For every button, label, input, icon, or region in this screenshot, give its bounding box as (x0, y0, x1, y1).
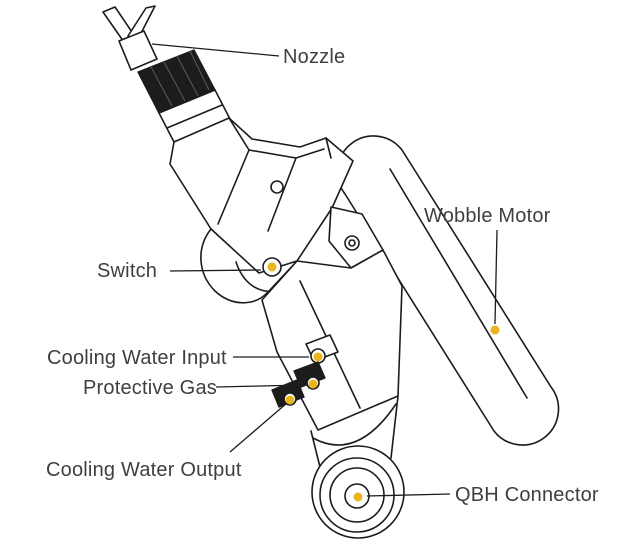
callout-lines (151, 43, 498, 497)
qbh-lens-outer-ring (311, 445, 405, 539)
callout-dots (267, 262, 500, 502)
label-qbh-connector: QBH Connector (455, 484, 599, 506)
leader-line-switch (169, 269, 262, 272)
leader-line-wobble-motor (494, 229, 498, 325)
leader-line-cooling-water-output (229, 402, 288, 453)
label-nozzle: Nozzle (283, 46, 346, 68)
label-cooling-water-output: Cooling Water Output (46, 459, 242, 481)
leader-line-qbh-connector (366, 493, 451, 497)
nozzle-tip (102, 5, 158, 71)
callout-dot-wobble-motor (490, 325, 500, 335)
handle-grip (200, 228, 298, 304)
qbh-barrel (310, 395, 405, 539)
callout-dot-qbh-connector (353, 492, 363, 502)
leader-line-protective-gas (215, 384, 306, 388)
callout-dot-protective-gas (308, 379, 318, 389)
callout-dot-switch (267, 262, 277, 272)
label-switch: Switch (97, 260, 158, 282)
arm-bracket (328, 206, 384, 269)
label-cooling-water-input: Cooling Water Input (47, 347, 227, 369)
callout-dot-cooling-water-input (313, 352, 323, 362)
wobble-motor-arm (336, 135, 560, 446)
label-wobble-motor: Wobble Motor (424, 205, 551, 227)
label-protective-gas: Protective Gas (83, 377, 217, 399)
screw-detail (270, 180, 284, 194)
upper-housing (169, 117, 354, 275)
leader-line-nozzle (151, 43, 280, 57)
callout-dot-cooling-water-output (285, 395, 295, 405)
